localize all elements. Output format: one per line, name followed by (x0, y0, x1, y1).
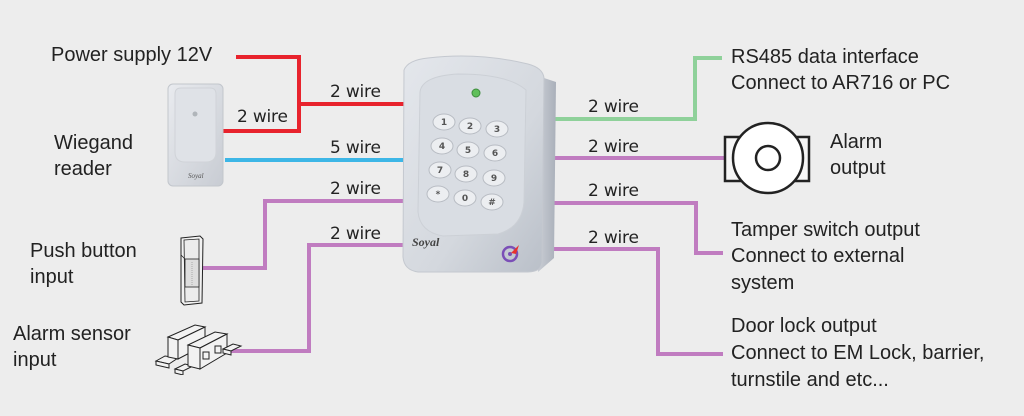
wiegand-label-line1: Wiegand (54, 132, 133, 154)
wire-count-power-reader: 2 wire (237, 107, 288, 127)
svg-text:4: 4 (439, 142, 445, 152)
push-button-label-line1: Push button (30, 240, 137, 262)
push-button-icon (180, 235, 204, 306)
door-lock-label-line2: Connect to EM Lock, barrier, (731, 342, 985, 364)
door-lock-label-line3: turnstile and etc... (731, 369, 889, 391)
wiegand-reader-icon: Soyal (167, 83, 224, 187)
wire-count-alarm-sensor: 2 wire (330, 224, 381, 244)
keypad-keys: 1 2 3 4 5 6 7 8 9 * 0 # (426, 113, 509, 211)
magnetic-sensor-icon (154, 324, 243, 375)
door-lock-wire (545, 247, 723, 356)
push-button-wire (202, 199, 405, 270)
wiegand-label-line2: reader (54, 158, 112, 180)
svg-text:#: # (488, 198, 496, 208)
wire-count-rs485: 2 wire (588, 97, 639, 117)
rs485-label-line2: Connect to AR716 or PC (731, 72, 951, 94)
power-supply-label: Power supply 12V (51, 44, 213, 66)
brand-logo-icon (501, 245, 519, 263)
svg-text:3: 3 (494, 125, 500, 135)
svg-text:1: 1 (441, 118, 447, 128)
svg-text:8: 8 (463, 170, 469, 180)
tamper-label-line1: Tamper switch output (731, 219, 920, 241)
wire-count-push-button: 2 wire (330, 179, 381, 199)
svg-text:2: 2 (467, 122, 473, 132)
rs485-wire (553, 56, 722, 121)
rs485-label-line1: RS485 data interface (731, 46, 919, 68)
tamper-label-line2: Connect to external (731, 245, 905, 267)
siren-icon (723, 121, 811, 195)
alarm-sensor-label-line2: input (13, 349, 57, 371)
svg-text:6: 6 (492, 149, 498, 159)
svg-text:7: 7 (437, 166, 443, 176)
wire-count-power-controller: 2 wire (330, 82, 381, 102)
svg-text:Soyal: Soyal (188, 172, 204, 180)
alarm-sensor-wire (215, 243, 403, 353)
alarm-sensor-label-line1: Alarm sensor (13, 323, 131, 345)
door-lock-label-line1: Door lock output (731, 315, 877, 337)
push-button-label-line2: input (30, 266, 74, 288)
keypad-controller-icon[interactable]: 1 2 3 4 5 6 7 8 9 * 0 # Soyal (398, 52, 560, 276)
svg-text:5: 5 (465, 146, 471, 156)
svg-text:0: 0 (462, 194, 468, 204)
wire-count-wiegand: 5 wire (330, 138, 381, 158)
tamper-label-line3: system (731, 272, 795, 294)
svg-text:9: 9 (491, 174, 497, 184)
wire-count-alarm-output: 2 wire (588, 137, 639, 157)
wire-count-tamper: 2 wire (588, 181, 639, 201)
tamper-wire (548, 201, 723, 255)
wire-count-door-lock: 2 wire (588, 228, 639, 248)
alarm-output-label-line2: output (830, 157, 886, 179)
svg-text:*: * (436, 190, 441, 200)
power-wire (222, 55, 301, 133)
alarm-output-label-line1: Alarm (830, 131, 883, 153)
controller-brand: Soyal (412, 235, 440, 249)
